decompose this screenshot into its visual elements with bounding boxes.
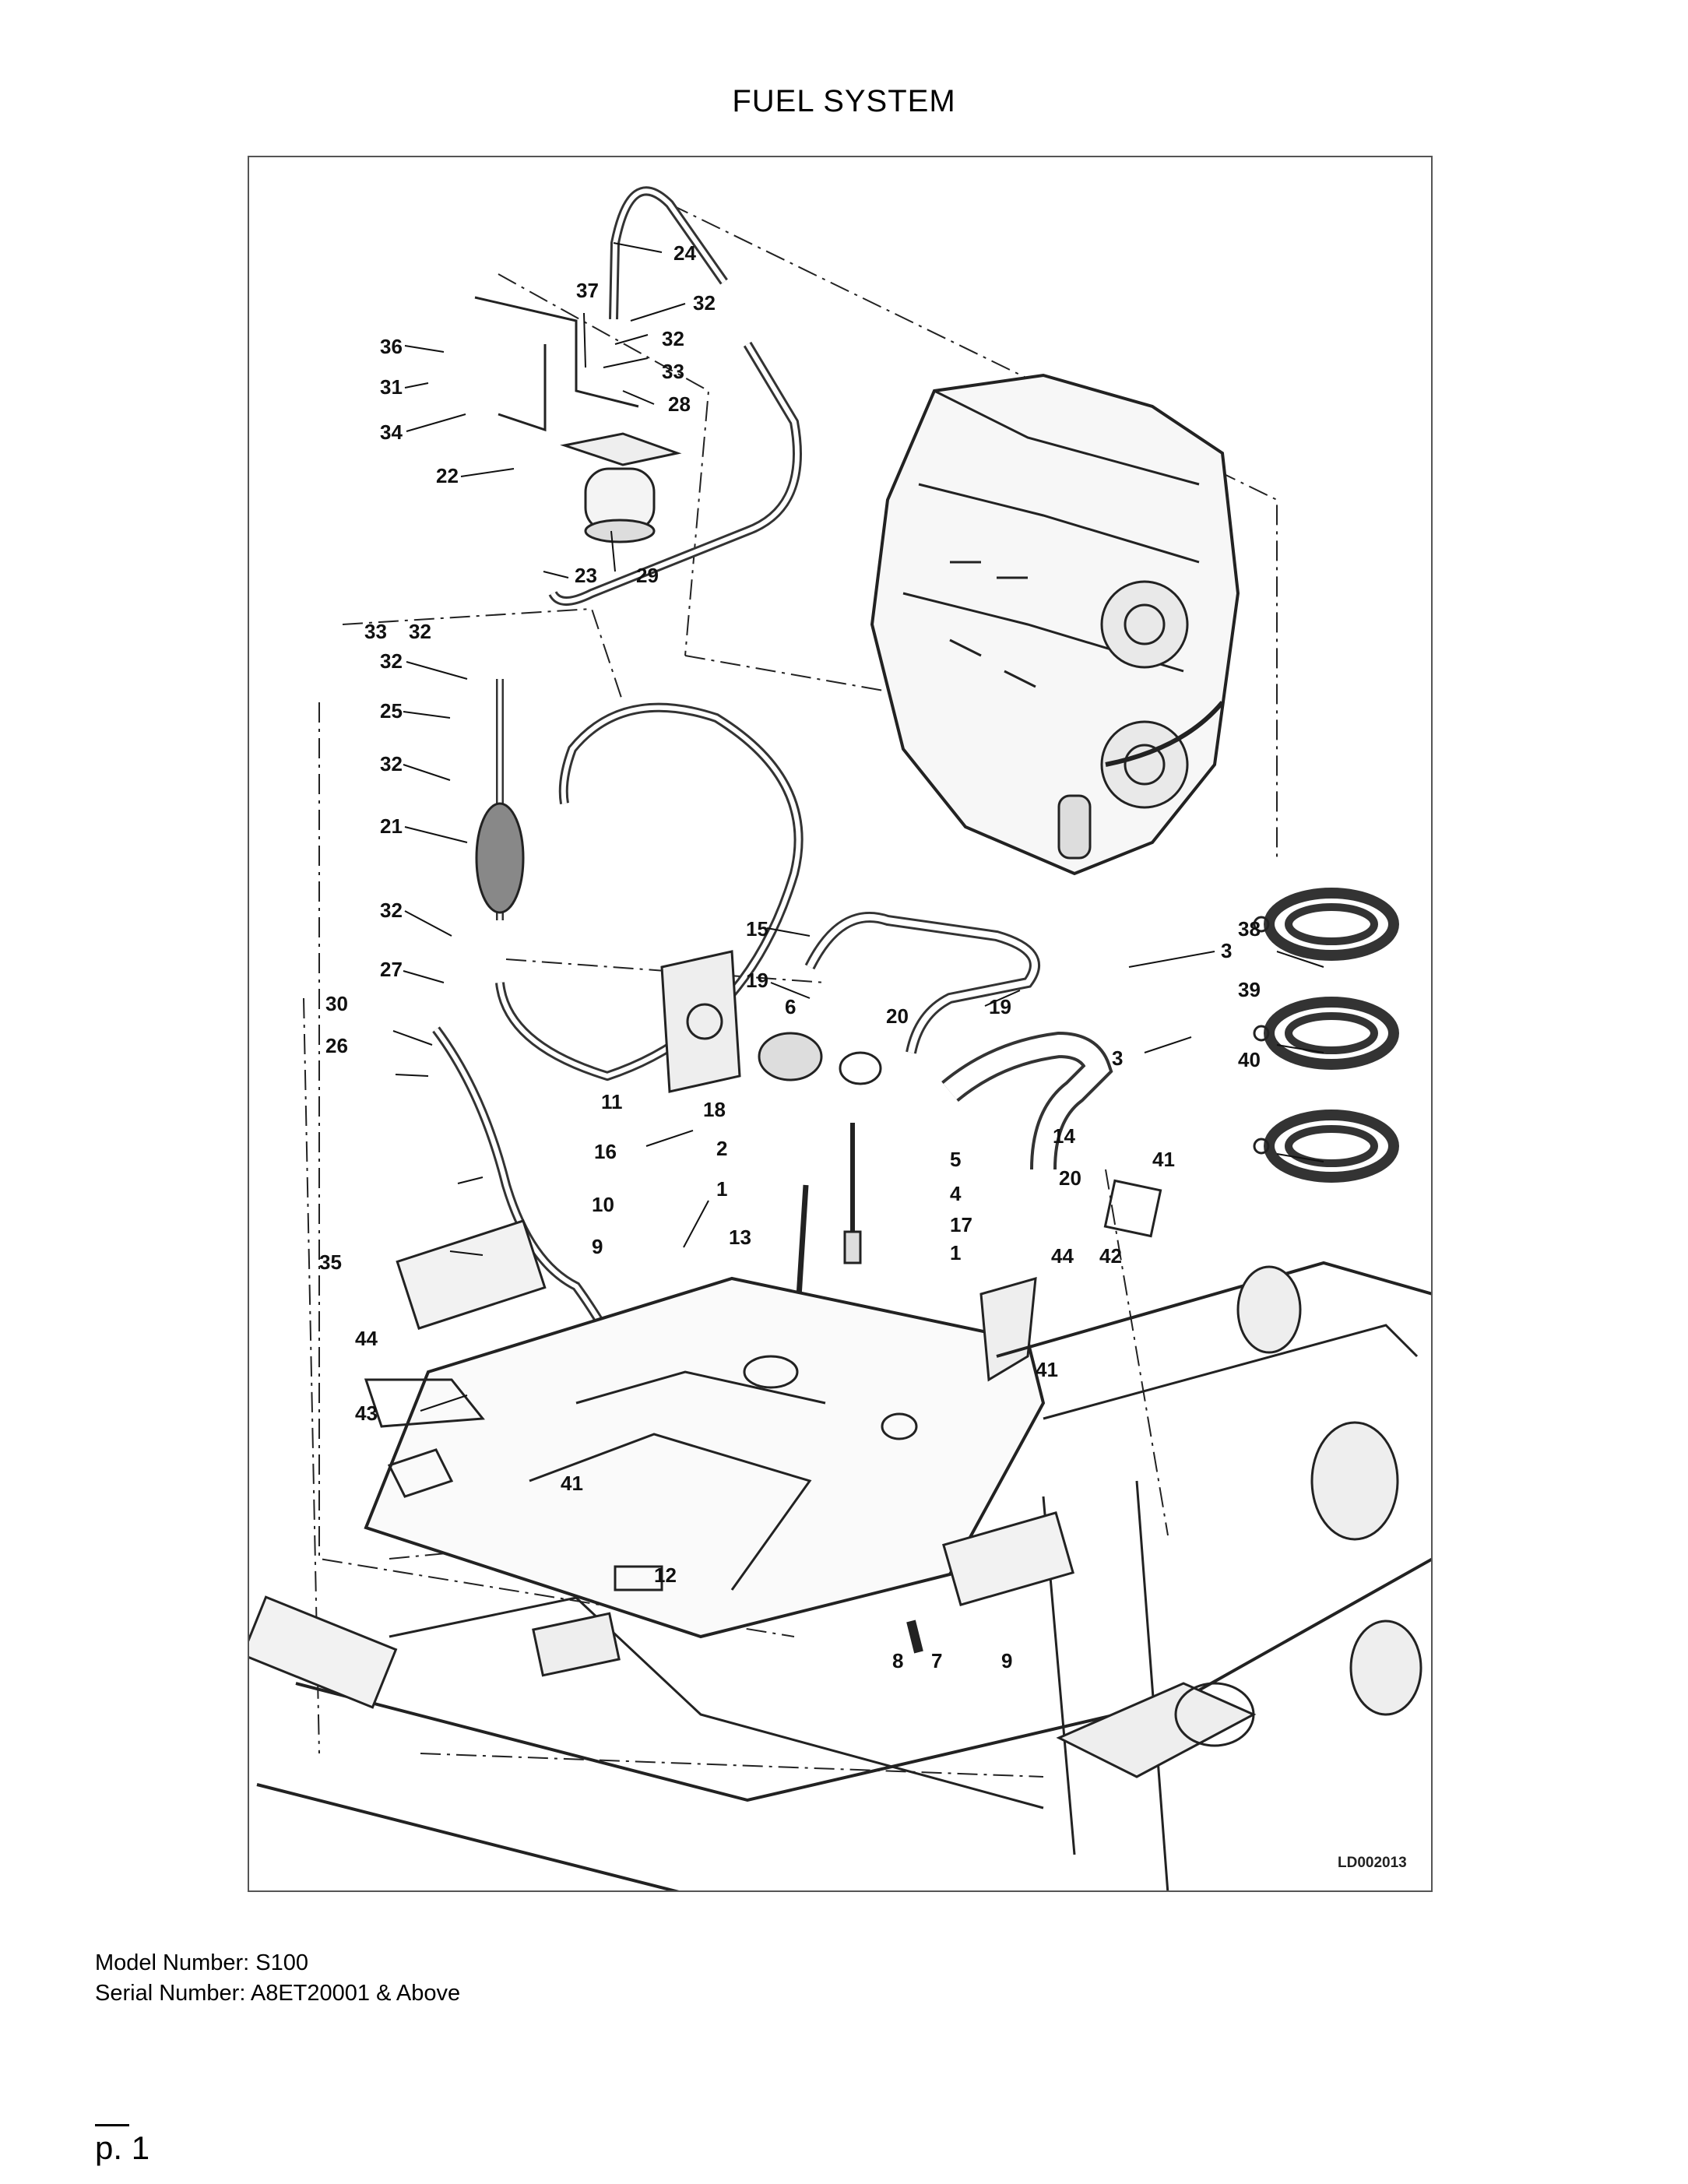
- callout-24: 24: [673, 241, 696, 265]
- callout-28: 28: [668, 392, 691, 416]
- callout-33: 33: [662, 360, 684, 383]
- callout-10: 10: [592, 1193, 614, 1216]
- callout-32-d: 32: [380, 649, 403, 673]
- plate-41-upper: [1103, 1179, 1162, 1238]
- page-number: p. 1: [95, 2129, 150, 2166]
- callout-8: 8: [892, 1649, 903, 1672]
- callout-3-mid: 3: [1112, 1046, 1123, 1070]
- callout-13: 13: [729, 1226, 751, 1249]
- callout-14: 14: [1053, 1124, 1075, 1148]
- hose-coil-40: [1253, 1110, 1399, 1183]
- flange-6: [758, 1032, 823, 1081]
- fuel-tank-12: [364, 1276, 1046, 1639]
- drawing-code: LD002013: [1338, 1855, 1407, 1871]
- clamp-20: [839, 1051, 882, 1085]
- callout-41-mid: 41: [1036, 1358, 1058, 1381]
- callout-44: 44: [1051, 1244, 1074, 1268]
- pad-9-left: [396, 1219, 547, 1330]
- callout-29: 29: [636, 564, 659, 587]
- callout-18: 18: [703, 1098, 726, 1121]
- callout-35: 35: [319, 1250, 342, 1274]
- callout-38: 38: [1238, 917, 1261, 941]
- callout-leaders: [392, 242, 1324, 1412]
- primer-bulb-21: [475, 802, 525, 914]
- gasket-10: [660, 950, 741, 1093]
- tube-13: [795, 1184, 809, 1310]
- callout-6: 6: [785, 995, 796, 1018]
- callout-1: 1: [716, 1177, 727, 1201]
- callout-17: 17: [950, 1213, 972, 1236]
- callout-2: 2: [716, 1137, 727, 1160]
- callout-25: 25: [380, 699, 403, 723]
- callout-numbers: 24 37 32 32 36 33 31 28 34 22 23 29 33 3…: [319, 241, 1261, 1672]
- pad-9-lower-left: [249, 1595, 398, 1709]
- callout-32-top: 32: [693, 291, 716, 315]
- callout-15: 15: [746, 917, 768, 941]
- callout-44-b: 44: [355, 1327, 378, 1350]
- machine-frame: [256, 1261, 1431, 1890]
- engine-block: [870, 373, 1240, 876]
- callout-41-top: 41: [1152, 1148, 1175, 1171]
- callout-20: 20: [886, 1004, 909, 1028]
- hose-coil-39: [1253, 997, 1399, 1070]
- bracket-34: [474, 296, 639, 432]
- callout-21: 21: [380, 814, 403, 838]
- callout-22: 22: [436, 464, 459, 487]
- callout-9: 9: [592, 1235, 603, 1258]
- callout-32-e: 32: [380, 752, 403, 775]
- exploded-parts-diagram: 24 37 32 32 36 33 31 28 34 22 23 29 33 3…: [248, 156, 1433, 1892]
- callout-20-b: 20: [1059, 1166, 1081, 1190]
- diagram-canvas: 24 37 32 32 36 33 31 28 34 22 23 29 33 3…: [249, 186, 1431, 1890]
- callout-43: 43: [355, 1401, 378, 1425]
- callout-32-c: 32: [409, 620, 431, 643]
- model-number: Model Number: S100: [95, 1950, 309, 1975]
- callout-34: 34: [380, 420, 403, 444]
- callout-12: 12: [654, 1563, 677, 1587]
- callout-27: 27: [380, 958, 403, 981]
- callout-4: 4: [950, 1182, 962, 1205]
- return-hose-loop: [495, 702, 804, 1081]
- serial-number: Serial Number: A8ET20001 & Above: [95, 1981, 461, 2006]
- fuel-filter: [560, 432, 682, 543]
- callout-1-b: 1: [950, 1241, 961, 1264]
- callout-32-f: 32: [380, 899, 403, 922]
- plate-43: [364, 1378, 485, 1428]
- callout-39: 39: [1238, 978, 1261, 1001]
- callout-32-b: 32: [662, 327, 684, 350]
- page-rule: [95, 2124, 129, 2126]
- callout-42: 42: [1099, 1244, 1122, 1268]
- callout-3-top: 3: [1221, 939, 1232, 962]
- callout-33-b: 33: [364, 620, 387, 643]
- hose-coil-38: [1253, 888, 1399, 961]
- callout-16: 16: [594, 1140, 617, 1163]
- page-title: FUEL SYSTEM: [732, 84, 956, 118]
- callout-26: 26: [325, 1034, 348, 1057]
- callout-30: 30: [325, 992, 348, 1015]
- callout-5: 5: [950, 1148, 961, 1171]
- callout-36: 36: [380, 335, 403, 358]
- callout-31: 31: [380, 375, 403, 399]
- callout-41-low: 41: [561, 1472, 583, 1495]
- callout-19-b: 19: [989, 995, 1011, 1018]
- plate-41-lower: [387, 1448, 454, 1498]
- callout-7: 7: [931, 1649, 942, 1672]
- drain-plug-7: [906, 1620, 923, 1654]
- callout-37: 37: [576, 279, 599, 302]
- bracket-42: [979, 1276, 1037, 1382]
- callout-23: 23: [575, 564, 597, 587]
- callout-40: 40: [1238, 1048, 1261, 1071]
- callout-19: 19: [746, 969, 768, 992]
- callout-9-b: 9: [1001, 1649, 1012, 1672]
- callout-11: 11: [601, 1090, 623, 1113]
- pad-9-lower-right: [942, 1511, 1074, 1606]
